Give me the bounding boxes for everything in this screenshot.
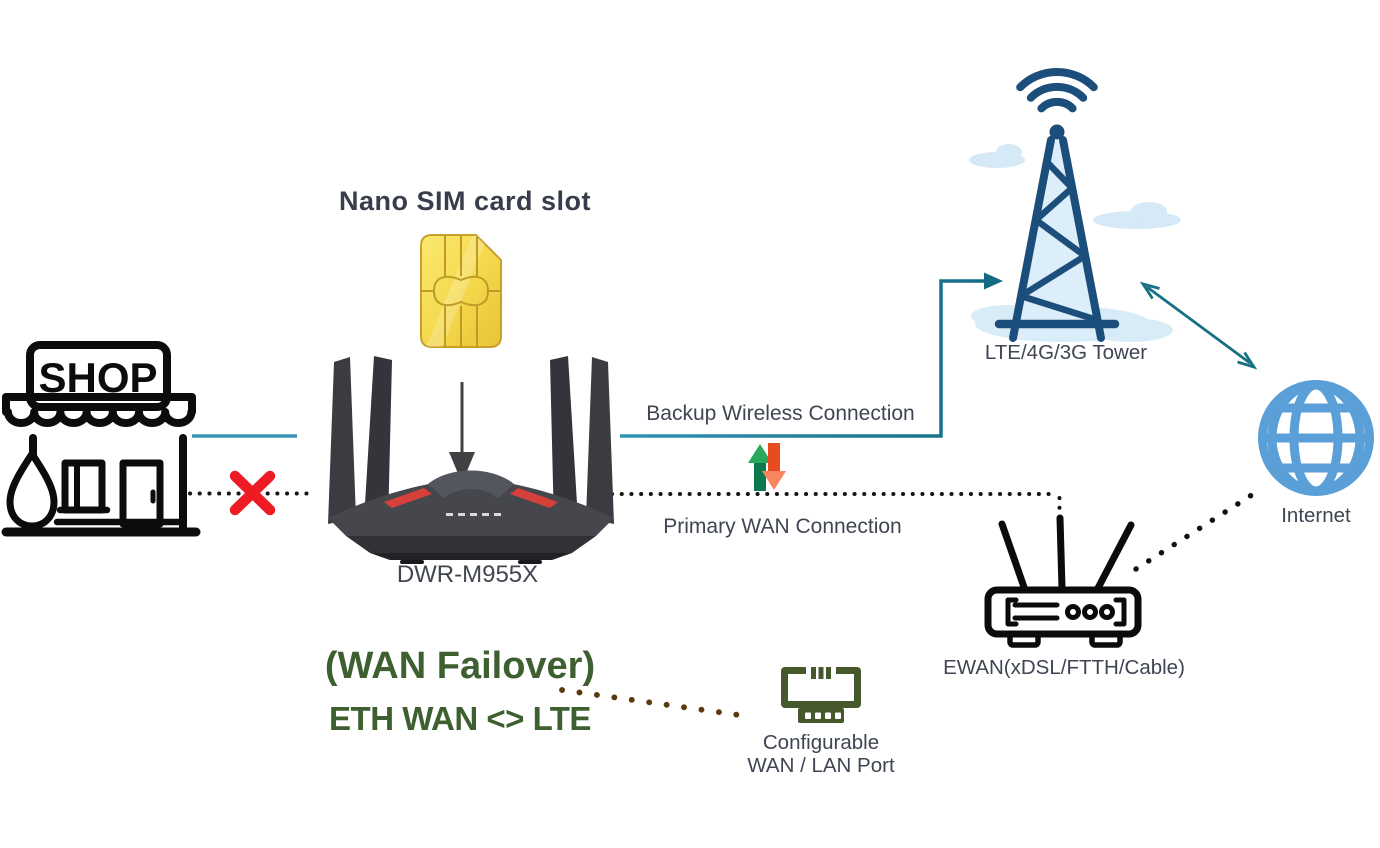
- router-model-label: DWR-M955X: [396, 561, 539, 588]
- router-led-row: [446, 513, 501, 516]
- router-red-stripe: [384, 488, 432, 508]
- insert-arrow-icon: [449, 382, 475, 483]
- failover-subtitle: ETH WAN <> LTE: [329, 700, 591, 737]
- wifi-waves-icon: [1016, 67, 1098, 113]
- failover-title: (WAN Failover): [324, 645, 596, 687]
- tree-icon: [6, 450, 58, 530]
- internet-globe-icon: [1258, 380, 1374, 496]
- primary-connection-label: Primary WAN Connection: [663, 515, 902, 538]
- backup-connection-label: Backup Wireless Connection: [646, 402, 915, 425]
- tower-label: LTE/4G/3G Tower: [984, 341, 1148, 364]
- double-arrow-icon: [1139, 281, 1258, 370]
- swap-arrows-icon: [748, 443, 786, 491]
- router-antenna-icon: [328, 357, 356, 524]
- router-red-stripe: [510, 488, 558, 508]
- shop-sign-text: SHOP: [38, 354, 157, 401]
- ethernet-port-icon: [781, 667, 861, 723]
- internet-label: Internet: [1281, 504, 1351, 527]
- port-label-line2: WAN / LAN Port: [747, 754, 895, 777]
- backup-arrowhead-icon: [984, 272, 1003, 290]
- backup-wireless-line: [620, 279, 985, 438]
- sim-slot-title: Nano SIM card slot: [338, 186, 592, 216]
- router-antenna-icon: [364, 356, 392, 526]
- modem-label: EWAN(xDSL/FTTH/Cable): [943, 656, 1185, 679]
- modem-internet-dotted: [1133, 488, 1261, 572]
- door-icon: [119, 459, 164, 528]
- shop-icon: SHOP: [1, 341, 201, 537]
- router-antenna-icon: [586, 357, 614, 524]
- modem-antenna-icon: [998, 514, 1135, 594]
- router-icon: [328, 356, 614, 564]
- sim-card-icon: [420, 234, 502, 348]
- modem-icon: [984, 514, 1142, 648]
- red-x-icon: [229, 470, 276, 516]
- cloud-icon: [969, 144, 1181, 229]
- port-label-line1: Configurable: [762, 731, 880, 754]
- cell-tower-icon: [969, 67, 1181, 342]
- router-antenna-icon: [550, 356, 578, 526]
